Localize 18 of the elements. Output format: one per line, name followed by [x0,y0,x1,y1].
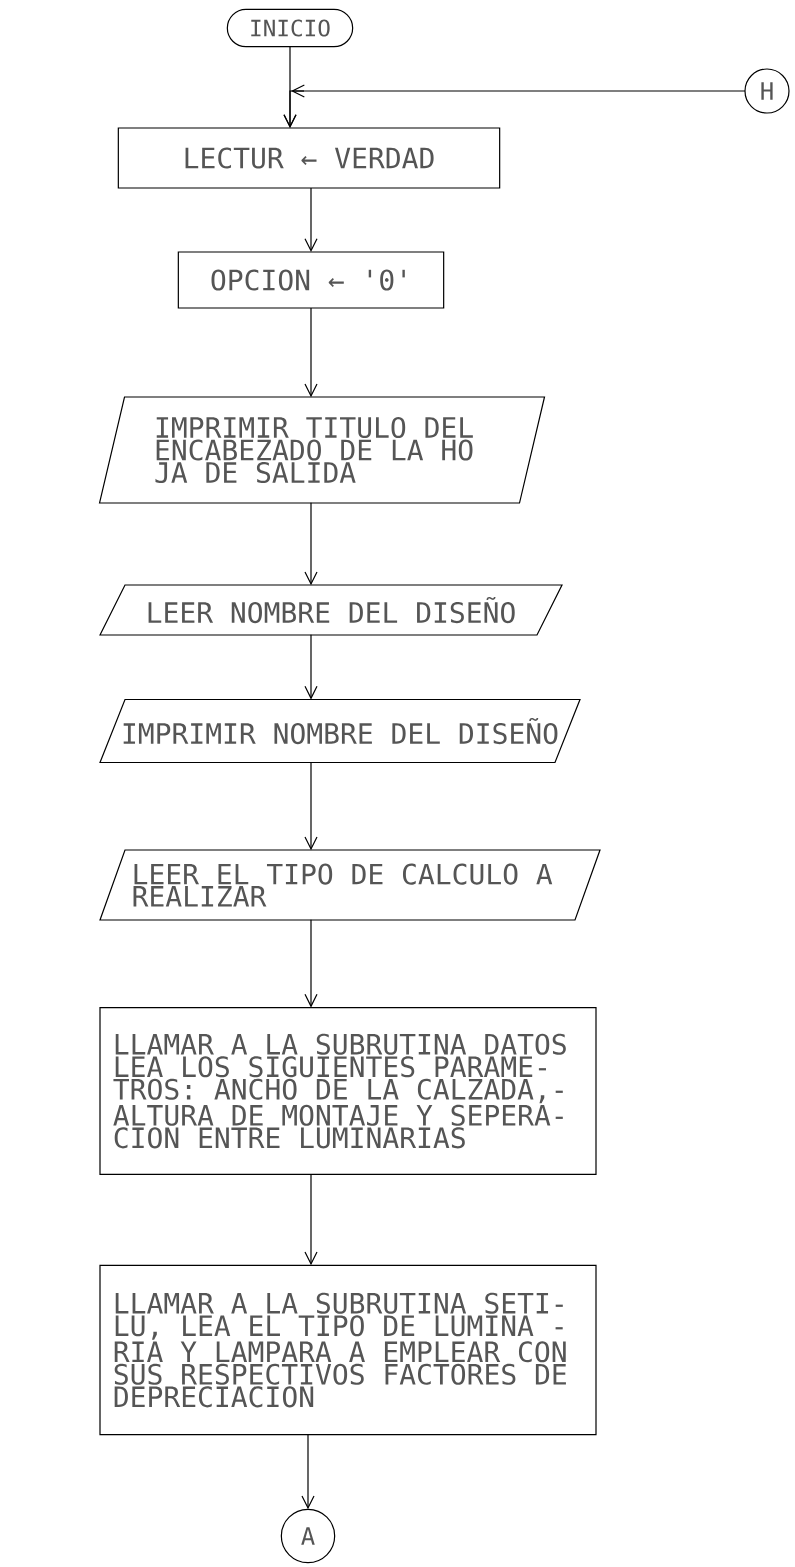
process-box: OPCION ← '0' [177,251,445,309]
arrow [283,84,746,128]
arrow [304,634,318,700]
arrow [304,919,318,1008]
start-terminal: INICIO [226,8,354,48]
arrow [304,761,318,851]
input-output-parallelogram: IMPRIMIR TITULO DEL ENCABEZADO DE LA HO JA DE SALIDA [98,396,546,504]
arrow [301,1434,315,1510]
process-box: LLAMAR A LA SUBRUTINA DATOS LEA LOS SIGUIENTES PARAME- TROS: ANCHO DE LA CALZADA,- ALTURA DE MONTAJE Y SEPERA- CION ENTRE LUMINARIAS [99,1007,597,1175]
input-output-parallelogram: LEER NOMBRE DEL DISEÑO [99,584,563,636]
arrow [304,187,318,252]
process-box: LECTUR ← VERDAD [117,127,501,189]
arrow [304,1173,318,1266]
arrow [304,307,318,398]
process-box: LLAMAR A LA SUBRUTINA SETI- LU, LEA EL TIPO DE LUMINA - RIA Y LAMPARA A EMPLEAR CON SUS RESPECTIVOS FACTORES DE DEPRECIACION [99,1264,597,1436]
input-output-parallelogram: LEER EL TIPO DE CALCULO A REALIZAR [99,849,601,921]
arrow [304,502,318,586]
input-output-parallelogram: IMPRIMIR NOMBRE DEL DISEÑO [99,698,581,764]
